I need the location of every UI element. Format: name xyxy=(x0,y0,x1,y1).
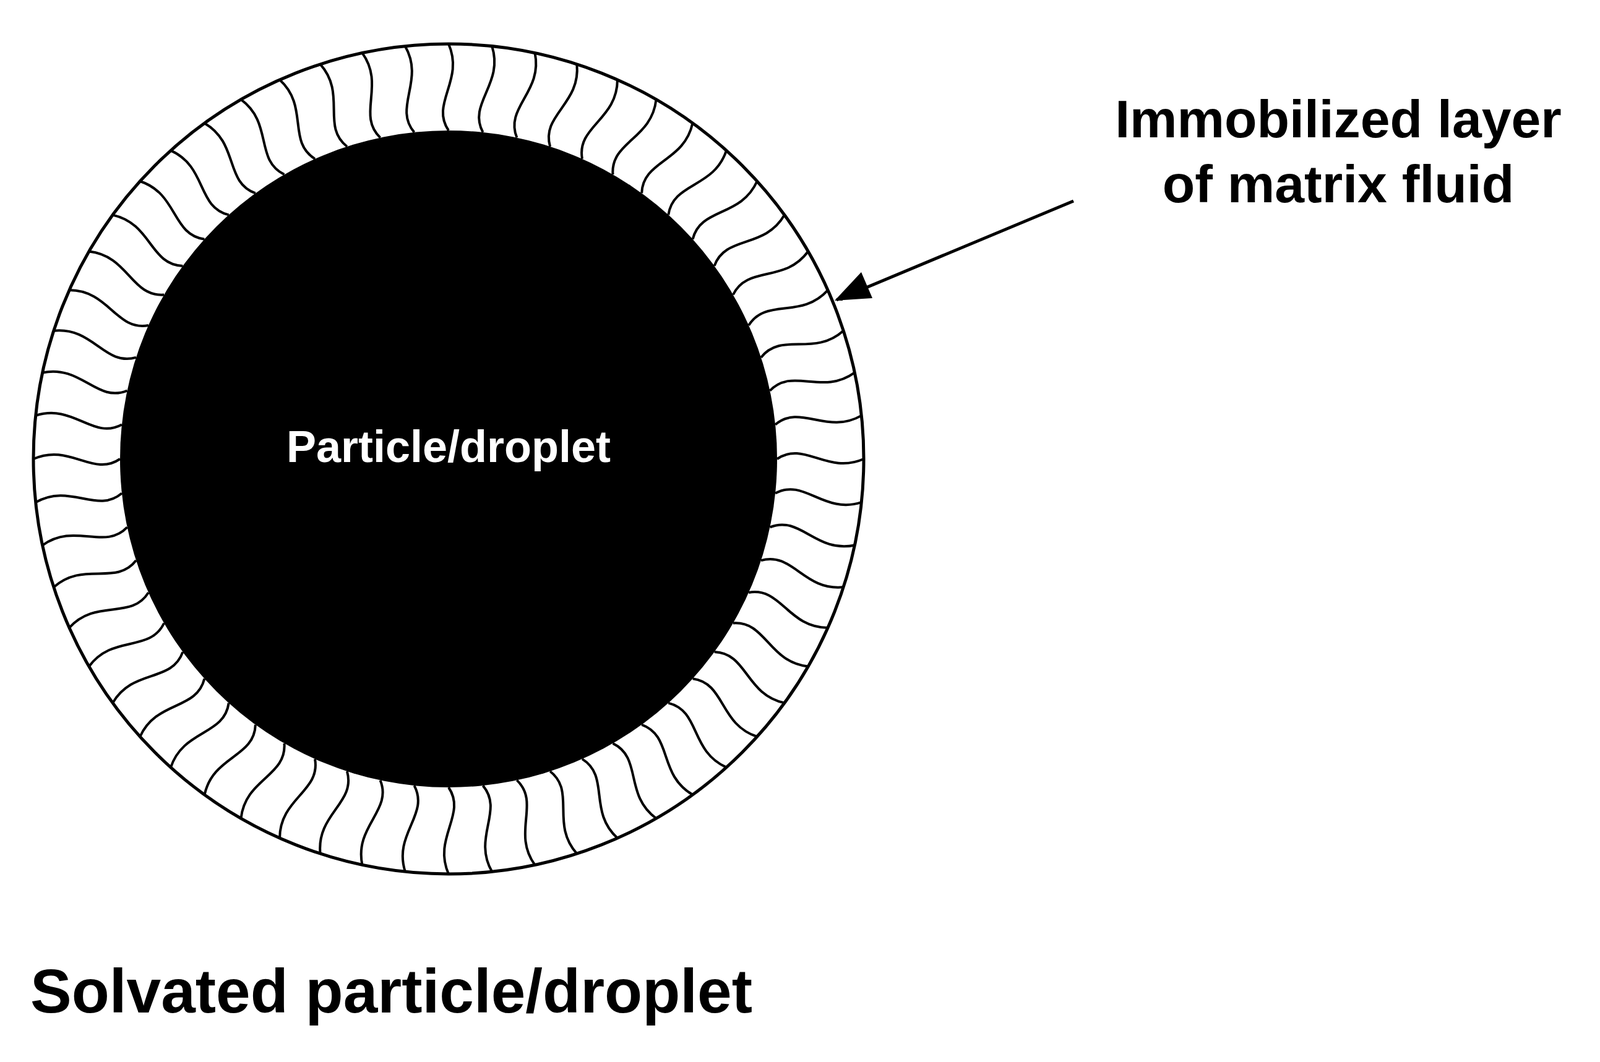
layer-outline xyxy=(33,43,864,875)
leader-arrowhead xyxy=(834,272,873,301)
particle-label: Particle/droplet xyxy=(286,421,611,473)
leader-arrow xyxy=(836,201,1074,301)
immobilized-layer xyxy=(33,43,864,875)
particle-circle: Particle/droplet xyxy=(120,130,778,788)
figure-caption: Solvated particle/droplet xyxy=(30,955,753,1028)
callout-label: Immobilized layer of matrix fluid xyxy=(1096,86,1580,217)
